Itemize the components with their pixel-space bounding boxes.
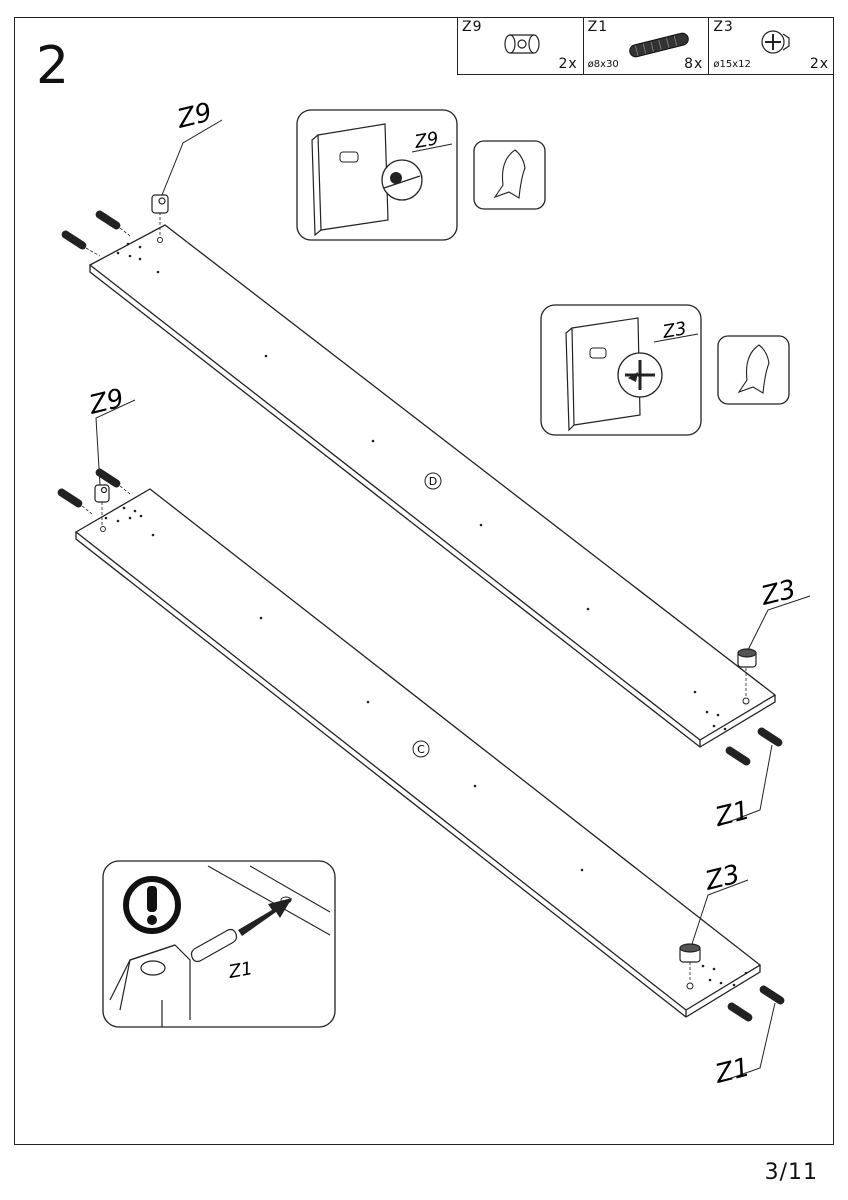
cam-lock-housing-z3 (679, 648, 757, 963)
part-code: Z9 (462, 19, 483, 35)
step-number: 2 (36, 36, 70, 96)
warning-icon (123, 876, 181, 934)
svg-text:D: D (429, 475, 437, 488)
page-number: 3/11 (764, 1160, 818, 1185)
callout-z3-detail: Z3 (660, 318, 688, 343)
panel-d-holes (116, 242, 727, 731)
panel-d-label: D (424, 472, 442, 490)
part-qty: 2x (809, 56, 830, 72)
part-cell-z3: Z3 ø15x12 2x (709, 17, 834, 74)
dowel-z1 (190, 928, 238, 963)
detail-box-z9: Z9 (296, 109, 458, 241)
callout-z1-lower: Z1 (711, 1052, 753, 1090)
svg-text:C: C (417, 743, 425, 756)
callout-z9-detail: Z9 (412, 128, 440, 153)
part-qty: 8x (684, 56, 704, 72)
panel-c-holes (104, 506, 748, 987)
callout-z3-lower: Z3 (701, 859, 743, 897)
part-code: Z1 (587, 19, 609, 35)
part-cell-z9: Z9 2x (458, 17, 584, 74)
part-code: Z3 (713, 19, 734, 35)
parts-table: Z9 2x Z1 ø8x30 8x Z3 (457, 17, 834, 75)
panel-c-label: C (412, 740, 430, 758)
part-size: ø8x30 (587, 59, 619, 70)
callout-z1-upper: Z1 (711, 795, 753, 833)
callout-z1-warning: Z1 (226, 958, 254, 983)
cam-lock-barrel-z9 (94, 194, 169, 503)
part-qty: 2x (558, 56, 578, 72)
part-cell-z1: Z1 ø8x30 8x (584, 17, 710, 74)
detail-box-z3: Z3 (540, 304, 702, 436)
warning-detail-box: Z1 (102, 860, 336, 1028)
callout-z9-lower: Z9 (85, 383, 127, 421)
screwdriver-icon (717, 335, 790, 405)
callout-z3-upper: Z3 (757, 574, 799, 612)
cam-lock-housing-icon (761, 30, 790, 54)
part-size: ø15x12 (713, 59, 751, 70)
cam-lock-barrel-icon (504, 34, 540, 54)
page-frame (14, 17, 834, 1145)
callout-z9-top: Z9 (173, 97, 215, 135)
screwdriver-icon (473, 140, 546, 210)
wooden-dowel-icon (628, 32, 689, 58)
insertion-arrow-icon (238, 898, 292, 936)
